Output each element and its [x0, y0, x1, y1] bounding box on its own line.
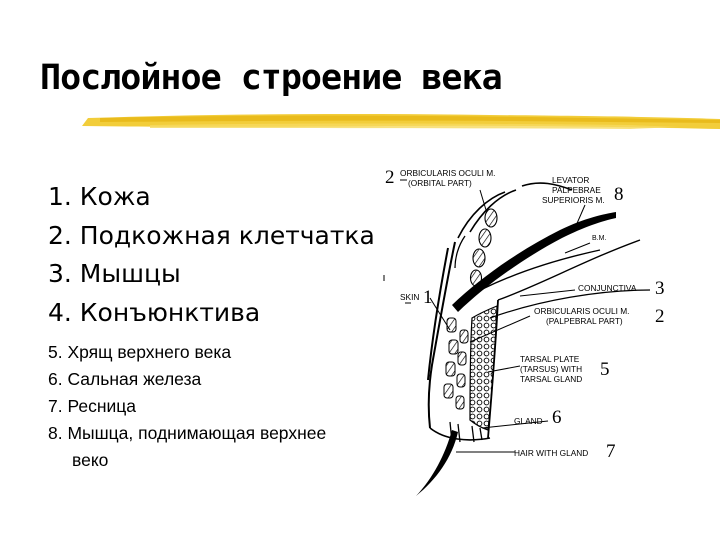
levator-muscle: [452, 212, 616, 312]
number-hair: 7: [606, 441, 616, 462]
number-conjunctiva: 3: [655, 278, 665, 299]
label-orbicularis-palpebral-part: (PALPEBRAL PART): [546, 316, 623, 326]
list-item: 7. Ресница: [48, 396, 137, 416]
list-item-continuation: веко: [72, 450, 109, 470]
secondary-structures-list: 5. Хрящ верхнего века 6. Сальная железа …: [48, 339, 326, 474]
number-gland: 6: [552, 407, 562, 428]
conjunctiva-line: [497, 239, 641, 301]
label-orbicularis-orbital: ORBICULARIS OCULI M.: [400, 168, 495, 178]
number-skin: 1: [423, 287, 433, 308]
list-item: 2. Подкожная клетчатка: [48, 220, 375, 250]
lid-margin: [429, 427, 491, 441]
list-item: 5. Хрящ верхнего века: [48, 342, 232, 362]
eyelash: [416, 430, 458, 496]
skin-fold: [454, 235, 466, 269]
label-levator-palpebrae: PALPEBRAE: [552, 185, 601, 195]
title-underline-brush: [82, 114, 720, 129]
number-orbicularis-palpebral: 2: [655, 306, 665, 327]
list-item: 1. Кожа: [48, 182, 151, 211]
list-item: 4. Конъюнктива: [48, 297, 261, 327]
levator-aponeurosis: [461, 249, 601, 301]
orbicularis-palpebral-bundles: [443, 317, 469, 410]
label-skin: SKIN: [400, 292, 419, 302]
page-title: Послойное строение века: [40, 58, 503, 98]
list-item: 6. Сальная железа: [48, 369, 202, 389]
eyelid-diagram: ORBICULARIS OCULI M. (ORBITAL PART) LEVA…: [383, 167, 665, 496]
label-tarsal-with: (TARSUS) WITH: [520, 364, 582, 374]
number-orbicularis-orbital: 2: [385, 167, 395, 188]
labels-tick-marks: [383, 179, 411, 304]
label-conjunctiva: CONJUNCTIVA: [578, 283, 637, 293]
label-orbicularis-orbital-part: (ORBITAL PART): [408, 178, 472, 188]
main-layers-list: 1. Кожа 2. Подкожная клетчатка 3. Мышцы …: [48, 178, 375, 332]
label-bm: B.M.: [592, 235, 606, 242]
leader-lines: [429, 189, 591, 453]
label-levator-superioris: SUPERIORIS M.: [542, 195, 605, 205]
label-gland: GLAND: [514, 416, 543, 426]
number-tarsal: 5: [600, 359, 610, 380]
list-item: 8. Мышца, поднимающая верхнее: [48, 423, 327, 443]
label-hair-with-gland: HAIR WITH GLAND: [514, 448, 588, 458]
label-tarsal-plate: TARSAL PLATE: [520, 354, 580, 364]
tarsal-plate: [469, 305, 498, 431]
list-item: 3. Мышцы: [48, 259, 181, 288]
orbital-rim: [457, 182, 573, 239]
conjunctiva-inner: [489, 289, 651, 319]
number-levator: 8: [614, 184, 624, 205]
label-tarsal-gland: TARSAL GLAND: [520, 374, 582, 384]
label-orbicularis-palpebral: ORBICULARIS OCULI M.: [534, 306, 629, 316]
eyelid-skin: [427, 241, 456, 429]
label-levator: LEVATOR: [552, 175, 589, 185]
